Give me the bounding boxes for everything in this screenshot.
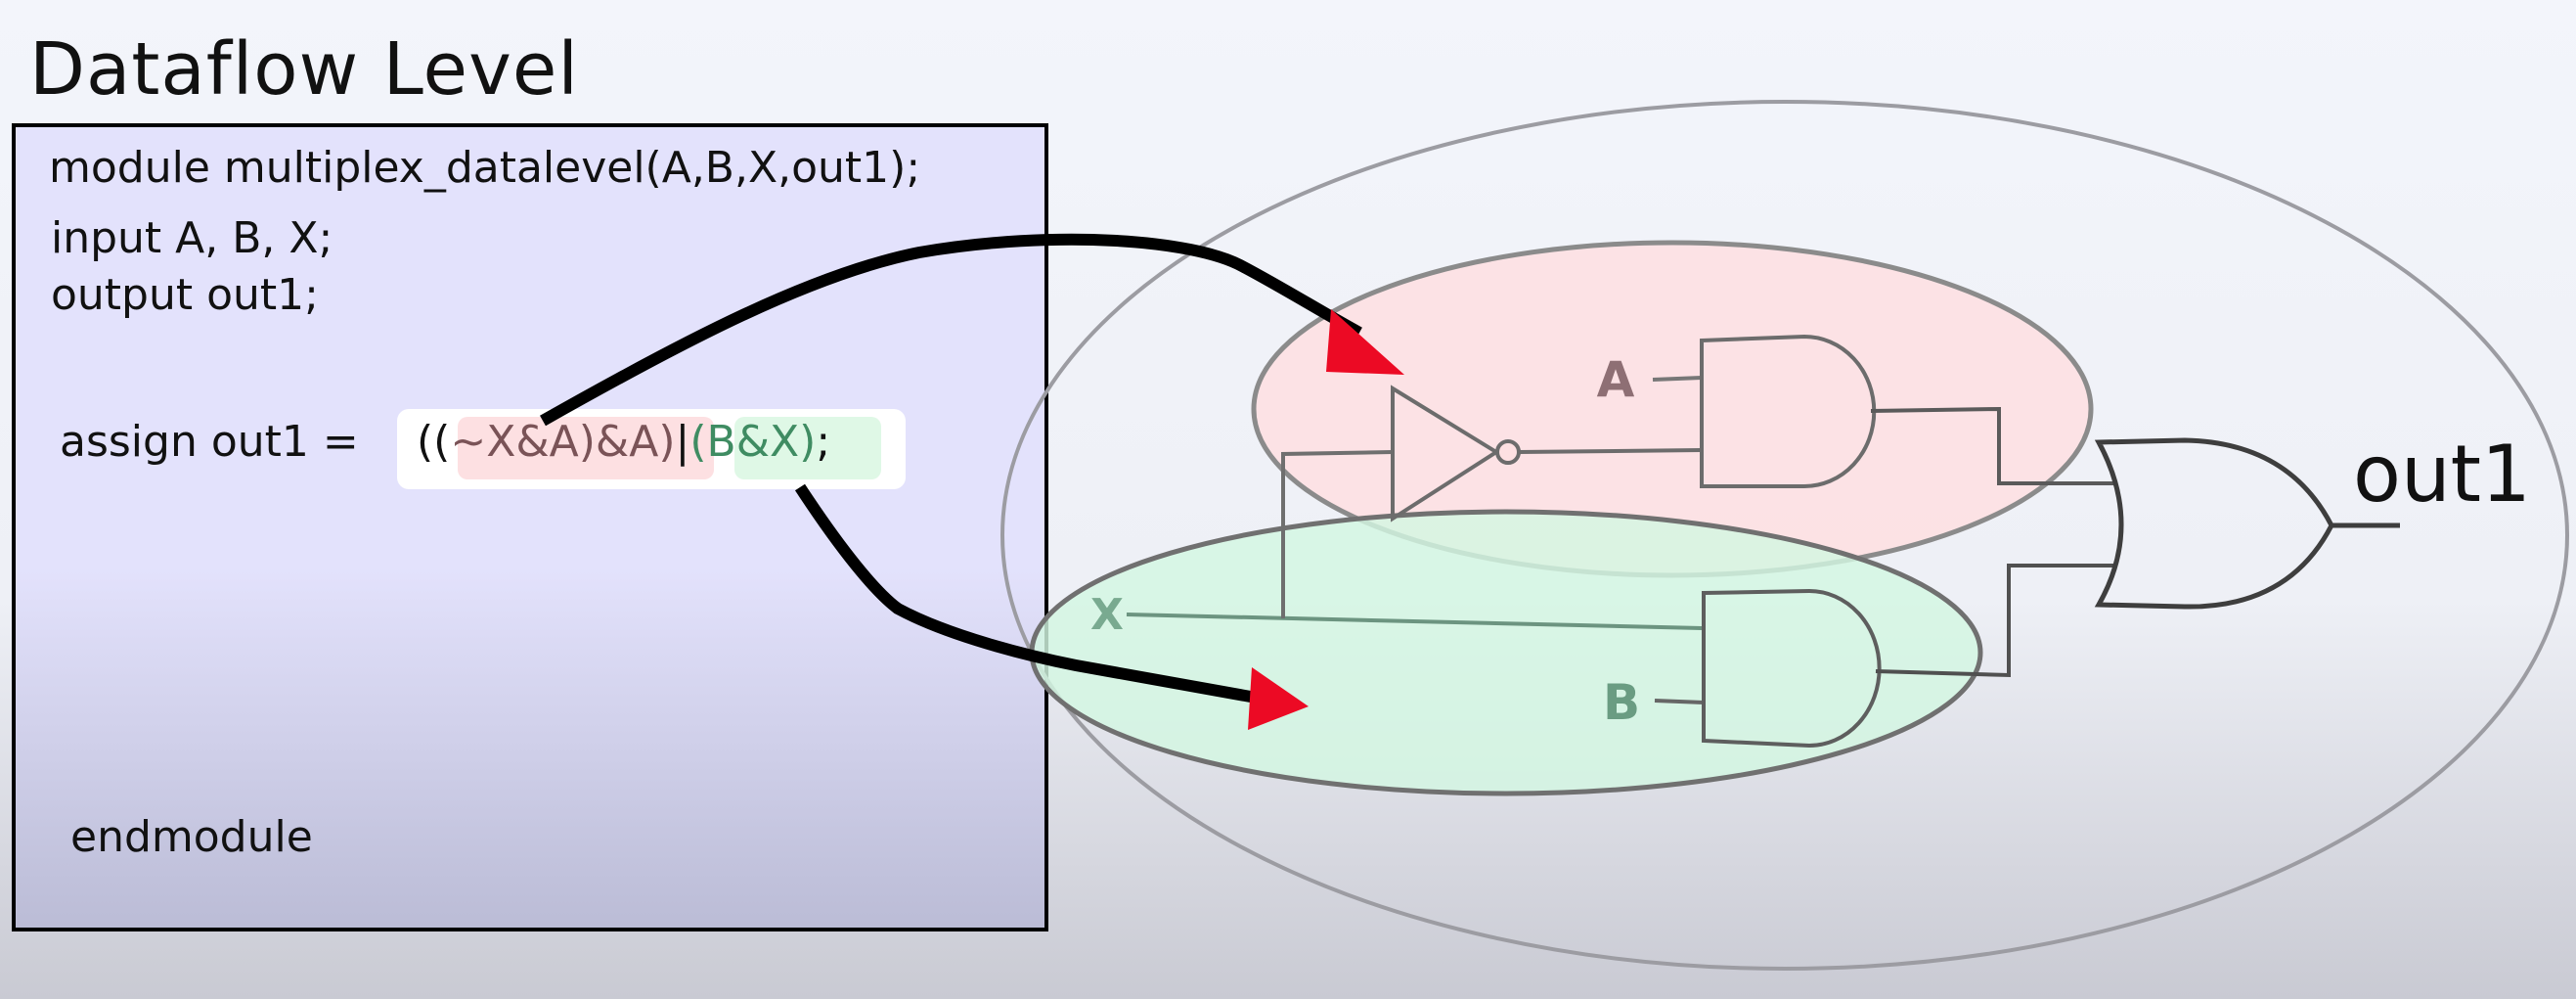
and-ellipse [1029,509,1983,796]
expr-b-and-x-term: (B&X) [689,417,817,467]
arrow-to-and-ellipse [794,483,1264,704]
and2-output-wire [1875,564,2114,678]
x-wire [1126,613,1703,630]
and-term-highlight [734,417,881,479]
not-output-wire [1518,448,1703,454]
input-b-label: B [1603,674,1640,731]
outer-ellipse [1000,100,2569,971]
arrow-head-top [1326,309,1404,375]
input-a-label: A [1597,351,1635,408]
expr-or-operator: | [675,417,690,467]
b-wire [1654,699,1705,704]
page-title: Dataflow Level [29,27,579,112]
code-input-line: input A, B, X; [51,213,333,263]
output-label: out1 [2353,429,2531,520]
code-endmodule: endmodule [70,812,313,862]
not-gate [1391,385,1500,522]
arrow-to-not-gate [540,233,1362,427]
not-gate-bubble [1495,439,1521,465]
or-gate [2094,437,2334,610]
a-wire [1652,376,1703,382]
and1-output-wire [1870,406,2114,485]
code-module-line: module multiplex_datalevel(A,B,X,out1); [49,143,921,193]
assign-expression: ((~X&A)&A)|(B&X); [417,417,830,467]
expr-and-a-term: )&A) [578,417,676,467]
expr-not-and-term: ~X&A [450,417,579,467]
expr-semicolon: ; [816,417,831,467]
code-output-line: output out1; [51,270,319,320]
x-branch-wire [1281,450,1394,618]
and-gate-top [1700,334,1877,488]
expr-open-parens: (( [417,417,451,467]
arrow-head-bottom [1248,667,1309,730]
input-x-label: X [1090,590,1124,640]
not-and-term-highlight [458,417,714,479]
code-assign-keyword: assign out1 = [60,417,373,467]
